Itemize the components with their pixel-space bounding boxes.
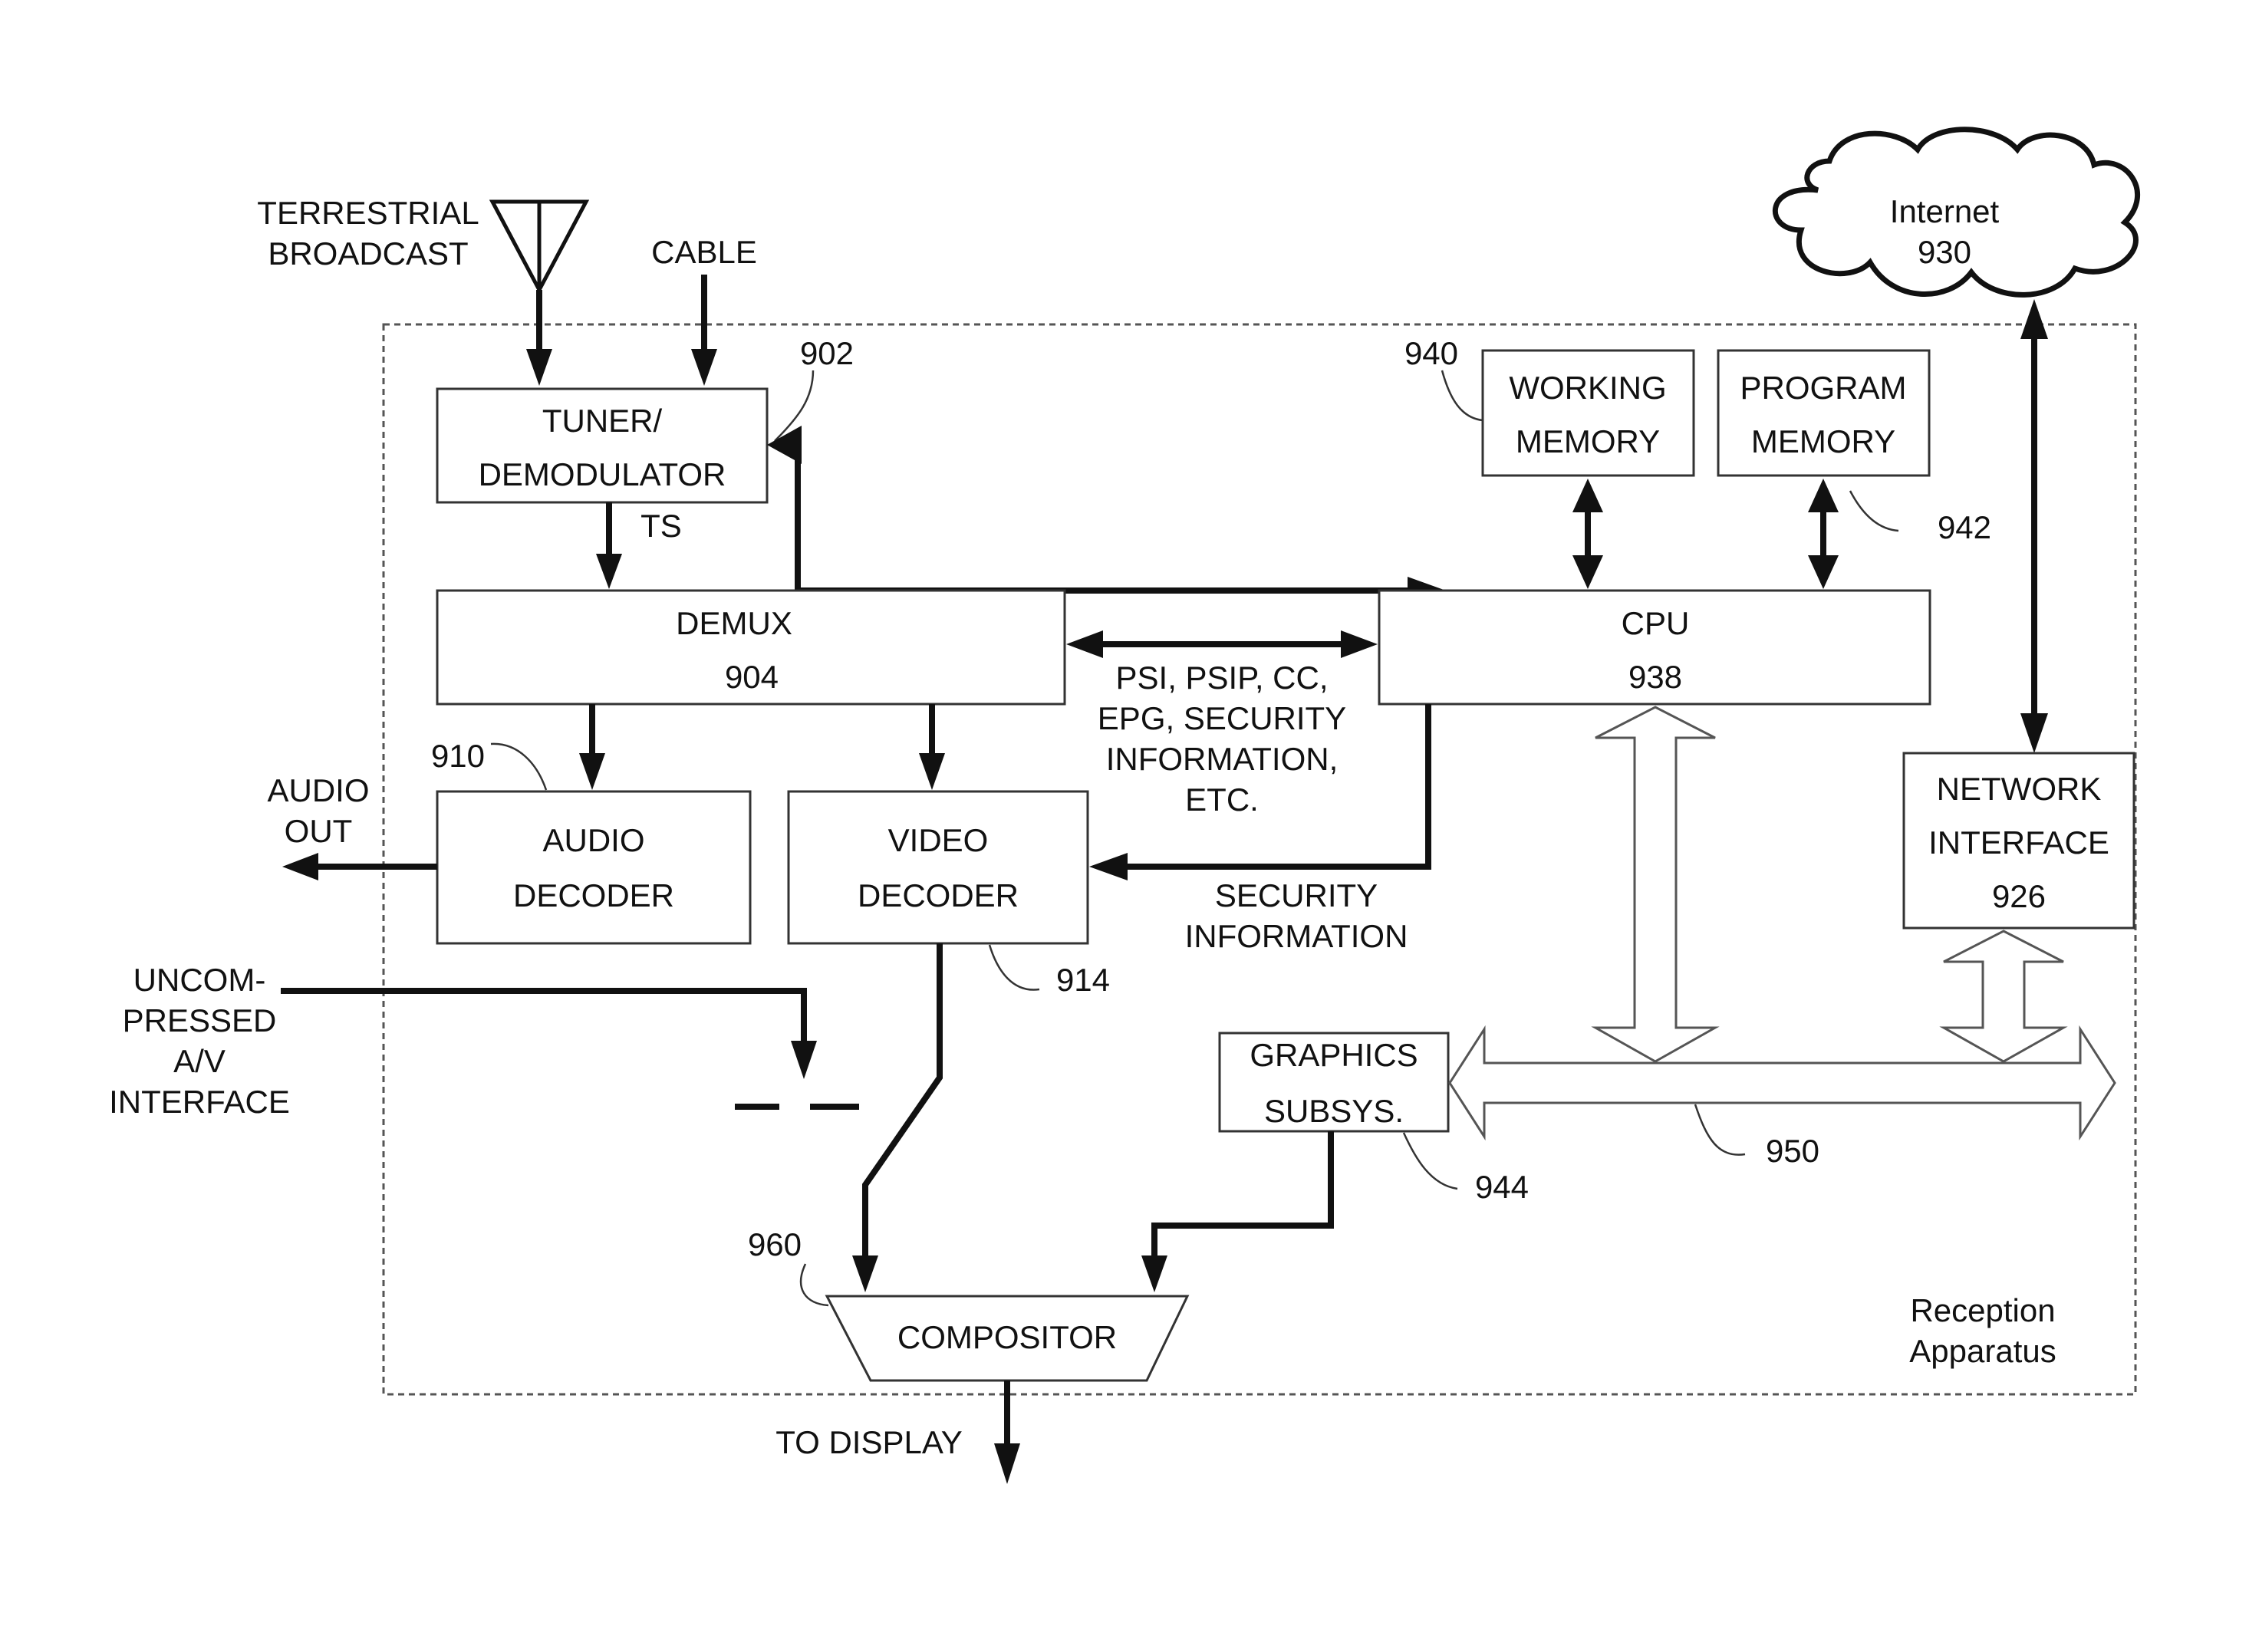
graphics-ref-leader xyxy=(1404,1133,1457,1189)
tuner-label-2: DEMODULATOR xyxy=(479,456,726,492)
bus-ref: 950 xyxy=(1766,1133,1819,1169)
terrestrial-label-2: BROADCAST xyxy=(268,235,468,271)
cable-to-tuner-arrow xyxy=(691,275,717,386)
network-interface-label-1: NETWORK xyxy=(1937,771,2102,807)
ts-label: TS xyxy=(640,508,682,544)
to-display-arrow xyxy=(994,1381,1020,1484)
terrestrial-label-1: TERRESTRIAL xyxy=(257,195,479,231)
working-memory-cpu-arrow xyxy=(1572,479,1603,589)
compositor-ref-leader xyxy=(801,1264,828,1305)
video-decoder-label-1: VIDEO xyxy=(888,822,989,858)
program-memory-label-2: MEMORY xyxy=(1751,423,1895,459)
cpu-bus-arrow xyxy=(1595,707,1715,1061)
demux-to-video-arrow xyxy=(919,704,945,790)
working-memory-label-1: WORKING xyxy=(1509,370,1666,406)
security-label-1: SECURITY xyxy=(1215,877,1378,913)
antenna-to-tuner-arrow xyxy=(526,290,552,386)
security-label-2: INFORMATION xyxy=(1185,918,1408,954)
demux-ref: 904 xyxy=(725,659,779,695)
compositor-ref: 960 xyxy=(748,1226,802,1262)
tuner-cpu-control-line xyxy=(767,426,1446,604)
audio-decoder-label-1: AUDIO xyxy=(542,822,644,858)
demux-to-audio-arrow xyxy=(579,704,605,790)
graphics-label-2: SUBSYS. xyxy=(1264,1093,1404,1129)
tuner-ref: 902 xyxy=(800,335,854,371)
video-decoder-ref-leader xyxy=(989,945,1039,990)
uncompressed-label-4: INTERFACE xyxy=(109,1084,290,1120)
video-decoder-block xyxy=(789,791,1088,943)
working-memory-ref: 940 xyxy=(1404,335,1458,371)
cpu-label: CPU xyxy=(1622,605,1690,641)
ts-arrow xyxy=(596,502,622,589)
demux-label: DEMUX xyxy=(676,605,792,641)
network-bus-arrow xyxy=(1944,931,2063,1061)
network-interface-ref: 926 xyxy=(1992,878,2046,914)
video-decoder-ref: 914 xyxy=(1056,962,1110,998)
uncompressed-input-arrow xyxy=(281,991,817,1079)
internet-ref: 930 xyxy=(1918,234,1971,270)
working-memory-label-2: MEMORY xyxy=(1516,423,1660,459)
uncompressed-label-2: PRESSED xyxy=(123,1002,277,1038)
video-decoder-label-2: DECODER xyxy=(858,877,1019,913)
program-memory-cpu-arrow xyxy=(1808,479,1839,589)
uncompressed-label-3: A/V xyxy=(173,1043,226,1079)
antenna-icon xyxy=(492,202,586,290)
psi-label-2: EPG, SECURITY xyxy=(1098,700,1346,736)
compositor-label: COMPOSITOR xyxy=(897,1319,1117,1355)
reception-label-1: Reception xyxy=(1910,1292,2055,1328)
audio-out-label-2: OUT xyxy=(285,813,353,849)
demux-cpu-arrow xyxy=(1066,630,1378,658)
network-interface-label-2: INTERFACE xyxy=(1928,824,2109,861)
graphics-ref: 944 xyxy=(1475,1169,1529,1205)
audio-out-label-1: AUDIO xyxy=(267,772,369,808)
working-memory-ref-leader xyxy=(1442,370,1483,420)
bus-ref-leader xyxy=(1695,1104,1745,1155)
to-display-label: TO DISPLAY xyxy=(775,1424,963,1460)
internet-network-arrow xyxy=(2020,299,2048,753)
cpu-ref: 938 xyxy=(1628,659,1682,695)
program-memory-label-1: PROGRAM xyxy=(1740,370,1906,406)
program-memory-ref: 942 xyxy=(1938,509,1991,545)
program-memory-ref-leader xyxy=(1850,491,1898,531)
uncompressed-label-1: UNCOM- xyxy=(133,962,266,998)
reception-label-2: Apparatus xyxy=(1909,1333,2056,1369)
psi-label-4: ETC. xyxy=(1185,782,1259,818)
graphics-label-1: GRAPHICS xyxy=(1250,1037,1418,1073)
graphics-to-compositor-arrow xyxy=(1141,1131,1331,1292)
cable-label: CABLE xyxy=(651,234,757,270)
internet-label: Internet xyxy=(1890,193,2000,229)
audio-decoder-block xyxy=(437,791,750,943)
psi-label-3: INFORMATION, xyxy=(1106,741,1339,777)
audio-decoder-label-2: DECODER xyxy=(513,877,674,913)
audio-decoder-ref: 910 xyxy=(431,738,485,774)
audio-decoder-ref-leader xyxy=(491,744,546,790)
audio-out-arrow xyxy=(282,853,437,880)
tuner-label-1: TUNER/ xyxy=(542,403,663,439)
psi-label-1: PSI, PSIP, CC, xyxy=(1116,660,1329,696)
